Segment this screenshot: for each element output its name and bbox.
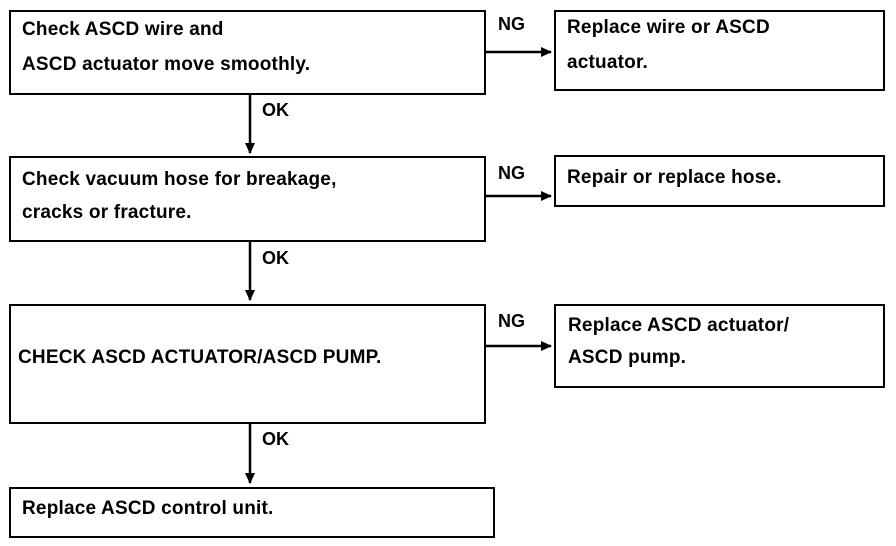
check-box-2: [9, 156, 486, 242]
remedy-box-3: [554, 304, 885, 388]
remedy-3-line-1: Replace ASCD actuator/: [568, 315, 790, 336]
remedy-1-line-1: Replace wire or ASCD: [567, 17, 770, 38]
remedy-1-line-2: actuator.: [567, 52, 648, 73]
final-box: [9, 487, 495, 538]
ok-label-2: OK: [262, 248, 289, 268]
ok-label-3: OK: [262, 429, 289, 449]
check-box-1: [9, 10, 486, 95]
remedy-2-line-1: Repair or replace hose.: [567, 167, 782, 188]
final-line-1: Replace ASCD control unit.: [22, 498, 274, 519]
remedy-box-2: [554, 155, 885, 207]
ng-label-2: NG: [498, 163, 525, 183]
remedy-box-1: [554, 10, 885, 91]
check-2-line-1: Check vacuum hose for breakage,: [22, 169, 337, 190]
ok-label-1: OK: [262, 100, 289, 120]
remedy-3-line-2: ASCD pump.: [568, 347, 687, 368]
check-2-line-2: cracks or fracture.: [22, 202, 192, 223]
ng-label-1: NG: [498, 14, 525, 34]
check-1-line-1: Check ASCD wire and: [22, 19, 224, 40]
check-1-line-2: ASCD actuator move smoothly.: [22, 54, 311, 75]
check-3-line-1: CHECK ASCD ACTUATOR/ASCD PUMP.: [18, 347, 382, 368]
ng-label-3: NG: [498, 311, 525, 331]
check-box-3: [9, 304, 486, 424]
